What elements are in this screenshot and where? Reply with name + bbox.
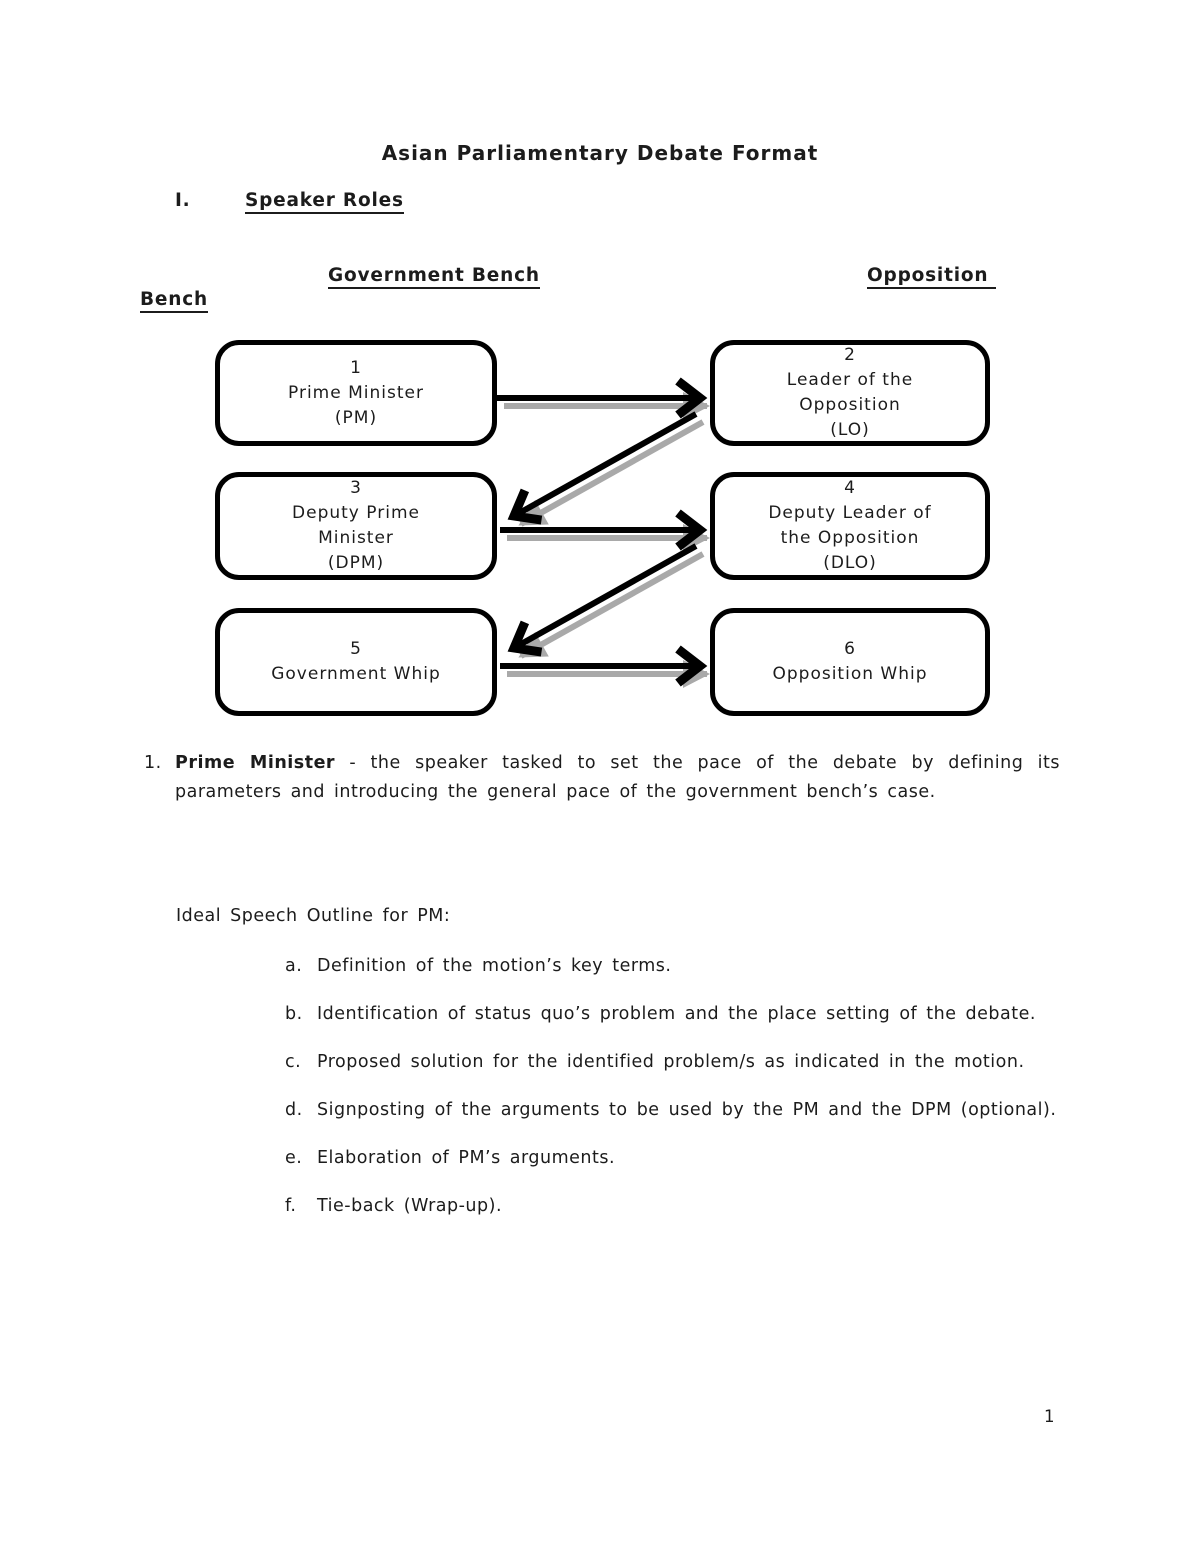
speaker-abbreviation: (DLO): [823, 553, 877, 573]
list-marker: c.: [285, 1052, 302, 1072]
speaker-role-line: Deputy Leader of: [768, 503, 932, 523]
list-marker: f.: [285, 1196, 297, 1216]
speaker-number: 3: [350, 478, 362, 498]
speaker-box-opposition-whip: 6 Opposition Whip: [710, 608, 990, 716]
outline-heading: Ideal Speech Outline for PM:: [176, 906, 451, 926]
role-name: Prime Minister: [175, 753, 336, 773]
speaker-abbreviation: (DPM): [327, 553, 385, 573]
speaker-abbreviation: (LO): [830, 420, 870, 440]
speaker-role-line: Opposition Whip: [772, 664, 928, 684]
speaker-number: 5: [350, 639, 362, 659]
speaker-flow-diagram: 1 Prime Minister (PM) 2 Leader of the Op…: [140, 332, 1060, 724]
list-item-text: Elaboration of PM’s arguments.: [317, 1148, 616, 1168]
list-item-text: Definition of the motion’s key terms.: [317, 956, 672, 976]
opposition-bench-heading-line2: Bench: [140, 289, 208, 313]
speaker-box-prime-minister: 1 Prime Minister (PM): [215, 340, 497, 446]
page-title: Asian Parliamentary Debate Format: [381, 141, 819, 165]
list-item: b. Identification of status quo’s proble…: [285, 1000, 1060, 1029]
list-item-text: Signposting of the arguments to be used …: [317, 1100, 1057, 1120]
list-item-text: Proposed solution for the identified pro…: [317, 1052, 1025, 1072]
speaker-box-deputy-prime-minister: 3 Deputy Prime Minister (DPM): [215, 472, 497, 580]
speaker-role-line: Leader of the: [786, 370, 914, 390]
speaker-number: 4: [844, 478, 856, 498]
speaker-number: 2: [844, 345, 856, 365]
section-numeral: I.: [175, 190, 191, 211]
list-marker: b.: [285, 1004, 303, 1024]
list-item-text: Tie-back (Wrap-up).: [317, 1196, 503, 1216]
speaker-role-line: Opposition: [799, 395, 901, 415]
list-item-text: Identification of status quo’s problem a…: [317, 1004, 1036, 1024]
list-item: e. Elaboration of PM’s arguments.: [285, 1144, 1060, 1173]
opposition-bench-heading-line1: Opposition: [867, 265, 997, 289]
speaker-role-line: Deputy Prime: [292, 503, 420, 523]
speaker-number: 1: [350, 357, 362, 378]
list-item: a. Definition of the motion’s key terms.: [285, 952, 1060, 981]
flow-arrows: [497, 377, 710, 688]
pm-speech-outline-list: a. Definition of the motion’s key terms.…: [285, 952, 1060, 1240]
list-marker: d.: [285, 1100, 303, 1120]
section-title: Speaker Roles: [245, 190, 404, 214]
role-description: - the speaker tasked to set the pace of …: [175, 753, 1060, 802]
section-heading: I. Speaker Roles: [175, 190, 404, 214]
list-marker: a.: [285, 956, 303, 976]
speaker-abbreviation: (PM): [334, 407, 378, 428]
list-marker: e.: [285, 1148, 303, 1168]
speaker-box-deputy-leader-of-opposition: 4 Deputy Leader of the Opposition (DLO): [710, 472, 990, 580]
speaker-box-leader-of-opposition: 2 Leader of the Opposition (LO): [710, 340, 990, 446]
list-number: 1.: [144, 753, 162, 773]
list-item: c. Proposed solution for the identified …: [285, 1048, 1060, 1077]
speaker-number: 6: [844, 639, 856, 659]
arrow-dlo-to-gw: [507, 543, 698, 657]
speaker-role-line: the Opposition: [780, 528, 920, 548]
prime-minister-description: 1. Prime Minister - the speaker tasked t…: [140, 749, 1060, 807]
page-number: 1: [1044, 1407, 1055, 1426]
list-item: f. Tie-back (Wrap-up).: [285, 1192, 1060, 1221]
speaker-box-government-whip: 5 Government Whip: [215, 608, 497, 716]
speaker-role-line: Minister: [318, 528, 394, 548]
list-item: d. Signposting of the arguments to be us…: [285, 1096, 1060, 1125]
government-bench-heading: Government Bench: [328, 265, 540, 289]
speaker-role-line: Government Whip: [271, 664, 441, 684]
arrow-lo-to-dpm: [507, 411, 698, 525]
speaker-role-line: Prime Minister: [288, 382, 424, 403]
